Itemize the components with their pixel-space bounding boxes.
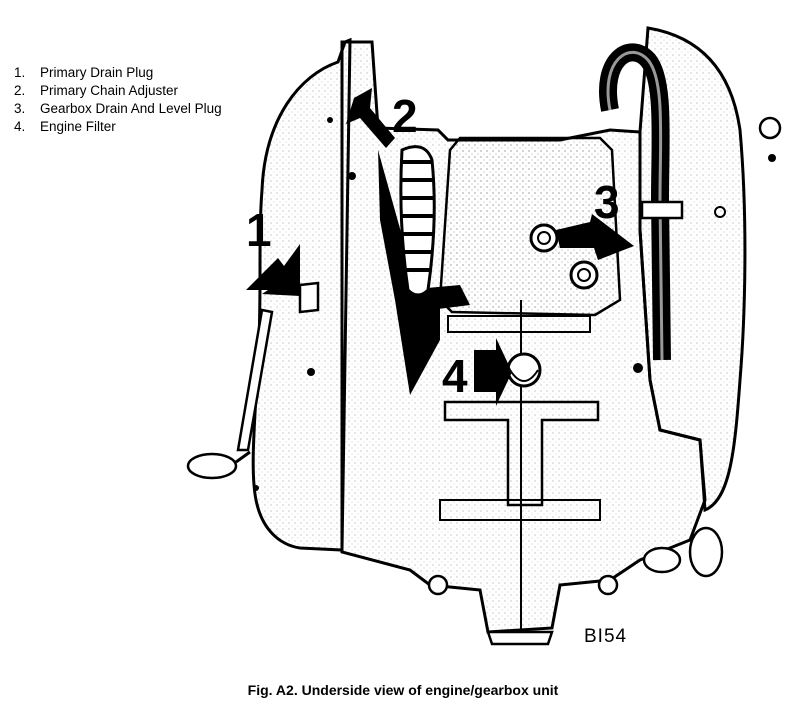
engine-filter-plug — [506, 352, 542, 388]
drawing-reference: BI54 — [584, 626, 628, 647]
callout-number-2: 2 — [392, 90, 418, 142]
primary-drain-plug — [298, 281, 320, 314]
kickstart-lever — [186, 308, 274, 480]
legend-number: 3. — [14, 101, 26, 116]
legend-item-4: 4. Engine Filter — [14, 118, 222, 136]
legend-item-1: 1. Primary Drain Plug — [14, 64, 222, 82]
primary-sprocket — [399, 145, 436, 297]
callout-number-3: 3 — [594, 176, 620, 228]
callout-arrow-2 — [346, 88, 395, 148]
parts-legend: 1. Primary Drain Plug 2. Primary Chain A… — [14, 64, 222, 136]
callout-number-1: 1 — [246, 204, 272, 256]
gearbox-drain-plug — [529, 223, 559, 253]
legend-number: 2. — [14, 83, 26, 98]
figure-caption: Fig. A2. Underside view of engine/gearbo… — [247, 682, 559, 698]
callout-number-4: 4 — [442, 350, 468, 402]
legend-number: 1. — [14, 65, 26, 80]
legend-item-2: 2. Primary Chain Adjuster — [14, 82, 222, 100]
legend-label: Gearbox Drain And Level Plug — [40, 101, 222, 116]
gearbox-level-plug — [569, 260, 599, 290]
legend-label: Primary Chain Adjuster — [40, 83, 179, 98]
callout-arrow-3 — [556, 214, 634, 260]
callout-arrow-4 — [474, 338, 512, 406]
legend-label: Primary Drain Plug — [40, 65, 154, 80]
legend-item-3: 3. Gearbox Drain And Level Plug — [14, 100, 222, 118]
callout-arrow-1 — [246, 244, 300, 296]
legend-label: Engine Filter — [40, 119, 116, 134]
legend-number: 4. — [14, 119, 26, 134]
